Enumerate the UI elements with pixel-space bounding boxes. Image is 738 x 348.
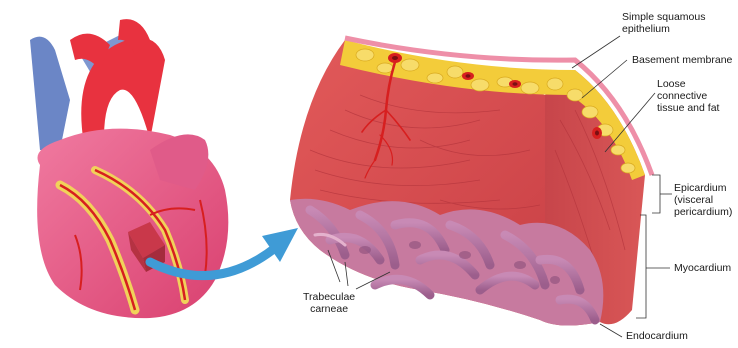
tissue-block — [290, 38, 652, 326]
label-simple-squamous-epithelium: Simple squamous epithelium — [622, 11, 705, 35]
label-epicardium: Epicardium (visceral pericardium) — [674, 182, 732, 218]
label-basement-membrane: Basement membrane — [632, 54, 732, 66]
superior-vena-cava — [30, 37, 70, 150]
label-trabeculae-carneae: Trabeculae carneae — [303, 291, 355, 315]
label-endocardium: Endocardium — [626, 330, 688, 342]
label-loose-connective-tissue: Loose connective tissue and fat — [657, 78, 738, 114]
label-myocardium: Myocardium — [674, 262, 731, 274]
